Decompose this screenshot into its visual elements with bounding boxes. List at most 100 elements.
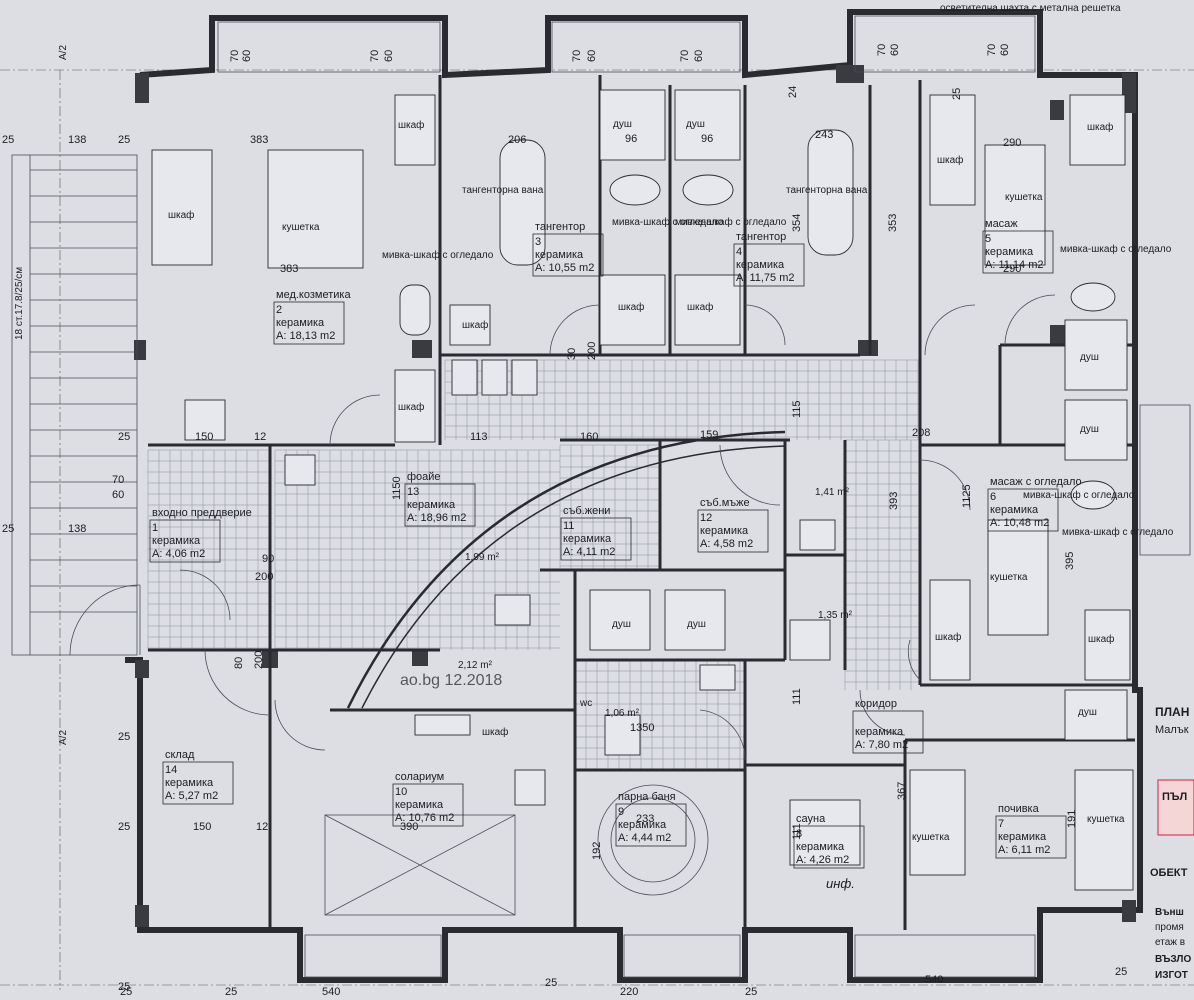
sauna-bench — [789, 799, 861, 866]
tub-r4 — [807, 129, 854, 256]
dim-bottom-2: 540 — [925, 974, 943, 986]
room-number: 10 — [395, 786, 407, 798]
wc-1 — [604, 714, 641, 756]
plan-subtitle: Малък — [1155, 724, 1189, 736]
seat-3 — [511, 359, 538, 396]
note-line-4: ВЪЗЛО — [1155, 954, 1191, 965]
sink-r5 — [1070, 282, 1116, 312]
room-finish: керамика — [985, 246, 1034, 258]
room-name: масаж — [985, 218, 1018, 230]
room-finish: керамика — [276, 317, 325, 329]
note-line-5: ИЗГОТ — [1155, 970, 1188, 981]
dim-bottom-5: 25 — [545, 977, 557, 989]
small-area-2: 1,35 m² — [818, 610, 853, 621]
wardrobe-r4b — [674, 274, 741, 346]
dim-bottom-0: 540 — [322, 986, 340, 998]
sink-a — [609, 174, 661, 206]
seat-2 — [481, 359, 508, 396]
tile-hatch — [147, 359, 920, 771]
fixture-sink-31: мивка-шкаф с огледало — [1023, 489, 1135, 501]
dim-int-15: 1150 — [391, 476, 403, 500]
room-area: A: 18,13 m2 — [276, 330, 335, 342]
room-number: 4 — [736, 246, 742, 258]
dim-left-10: 25 — [118, 981, 130, 993]
dim-int-31: 80 — [233, 657, 245, 669]
dim-top-6: 70 — [679, 50, 691, 62]
small-area-1: 1,41 m² — [815, 487, 850, 498]
dim-left-7: 25 — [2, 523, 14, 535]
fixture-shower-13: душ — [1080, 352, 1099, 363]
dim-int-17: 390 — [400, 821, 418, 833]
dim-int-24: 353 — [887, 214, 899, 232]
dim-bottom-3: 25 — [120, 986, 132, 998]
dim-top-0: 70 — [229, 50, 241, 62]
room-finish: керамика — [855, 726, 904, 738]
room-name: тангентор — [736, 231, 786, 243]
dim-left-1: 138 — [68, 134, 86, 146]
fixture-wardrobe-24: шкаф — [482, 726, 508, 738]
wc-3 — [789, 619, 831, 661]
note-object: ОБЕКТ — [1150, 867, 1188, 879]
axis-mark-1: A/2 — [58, 45, 69, 60]
room-finish: керамика — [152, 535, 201, 547]
room-area: A: 4,26 m2 — [796, 854, 849, 866]
fixture-wardrobe-10: шкаф — [937, 154, 963, 166]
room-area: A: 10,76 m2 — [395, 812, 454, 824]
room-finish: керамика — [165, 777, 214, 789]
shower-b — [674, 89, 741, 161]
fixture-wardrobe-12: шкаф — [1087, 121, 1113, 133]
dim-int-19: 192 — [591, 842, 603, 860]
exterior-walls — [125, 9, 1143, 983]
wardrobe-r3 — [449, 304, 491, 346]
dim-int-20: 1350 — [630, 722, 654, 734]
room-name: съб.мъже — [700, 497, 750, 509]
note-line-2: промя — [1155, 922, 1184, 933]
room-area: A: 11,75 m2 — [736, 272, 795, 284]
dim-int-21: 111 — [791, 688, 803, 705]
wardrobe-r6 — [929, 579, 971, 681]
room-name: съб.жени — [563, 505, 610, 517]
room-area: A: 5,27 m2 — [165, 790, 218, 802]
note-line-3: етаж в — [1155, 937, 1185, 948]
room-area: A: 11,14 m2 — [985, 259, 1044, 271]
annotations: осветителна шахта с метална решетка 18 с… — [14, 3, 1121, 891]
dim-int-26: 395 — [1064, 552, 1076, 570]
wc-4 — [494, 594, 531, 626]
fixture-sink-30: мивка-шкаф с огледало — [1062, 526, 1174, 538]
dim-int-4: 290 — [1003, 137, 1021, 149]
room-finish: керамика — [990, 504, 1039, 516]
watermark: ao.bg 12.2018 — [400, 672, 502, 689]
room-number: 8 — [796, 828, 802, 840]
dim-int-25: 393 — [888, 492, 900, 510]
wardrobe-r5b — [1069, 94, 1126, 166]
room-name: солариум — [395, 771, 444, 783]
room-name: почивка — [998, 803, 1040, 815]
fixture-wardrobe-0: шкаф — [168, 209, 194, 221]
dim-int-29: 90 — [262, 553, 274, 565]
room-area: A: 4,11 m2 — [563, 546, 615, 558]
dim-int-16: 1125 — [961, 484, 973, 508]
sink-r2 — [399, 284, 431, 336]
room-finish: керамика — [535, 249, 584, 261]
sink-b — [682, 174, 734, 206]
dim-top-5: 60 — [586, 50, 598, 62]
room-number: 11 — [563, 520, 574, 532]
dim-int-12: 159 — [700, 429, 718, 441]
dim-int-18: 233 — [636, 813, 654, 825]
shower-d — [1064, 399, 1128, 461]
wc-5 — [699, 664, 736, 691]
room-area: A: 6,11 m2 — [998, 844, 1050, 856]
couch-r5 — [984, 144, 1046, 266]
dim-top-3: 60 — [383, 50, 395, 62]
dim-bottom-1: 220 — [620, 986, 638, 998]
stamp-text: ПЪЛ — [1162, 791, 1187, 803]
wardrobe-r10 — [414, 714, 471, 736]
